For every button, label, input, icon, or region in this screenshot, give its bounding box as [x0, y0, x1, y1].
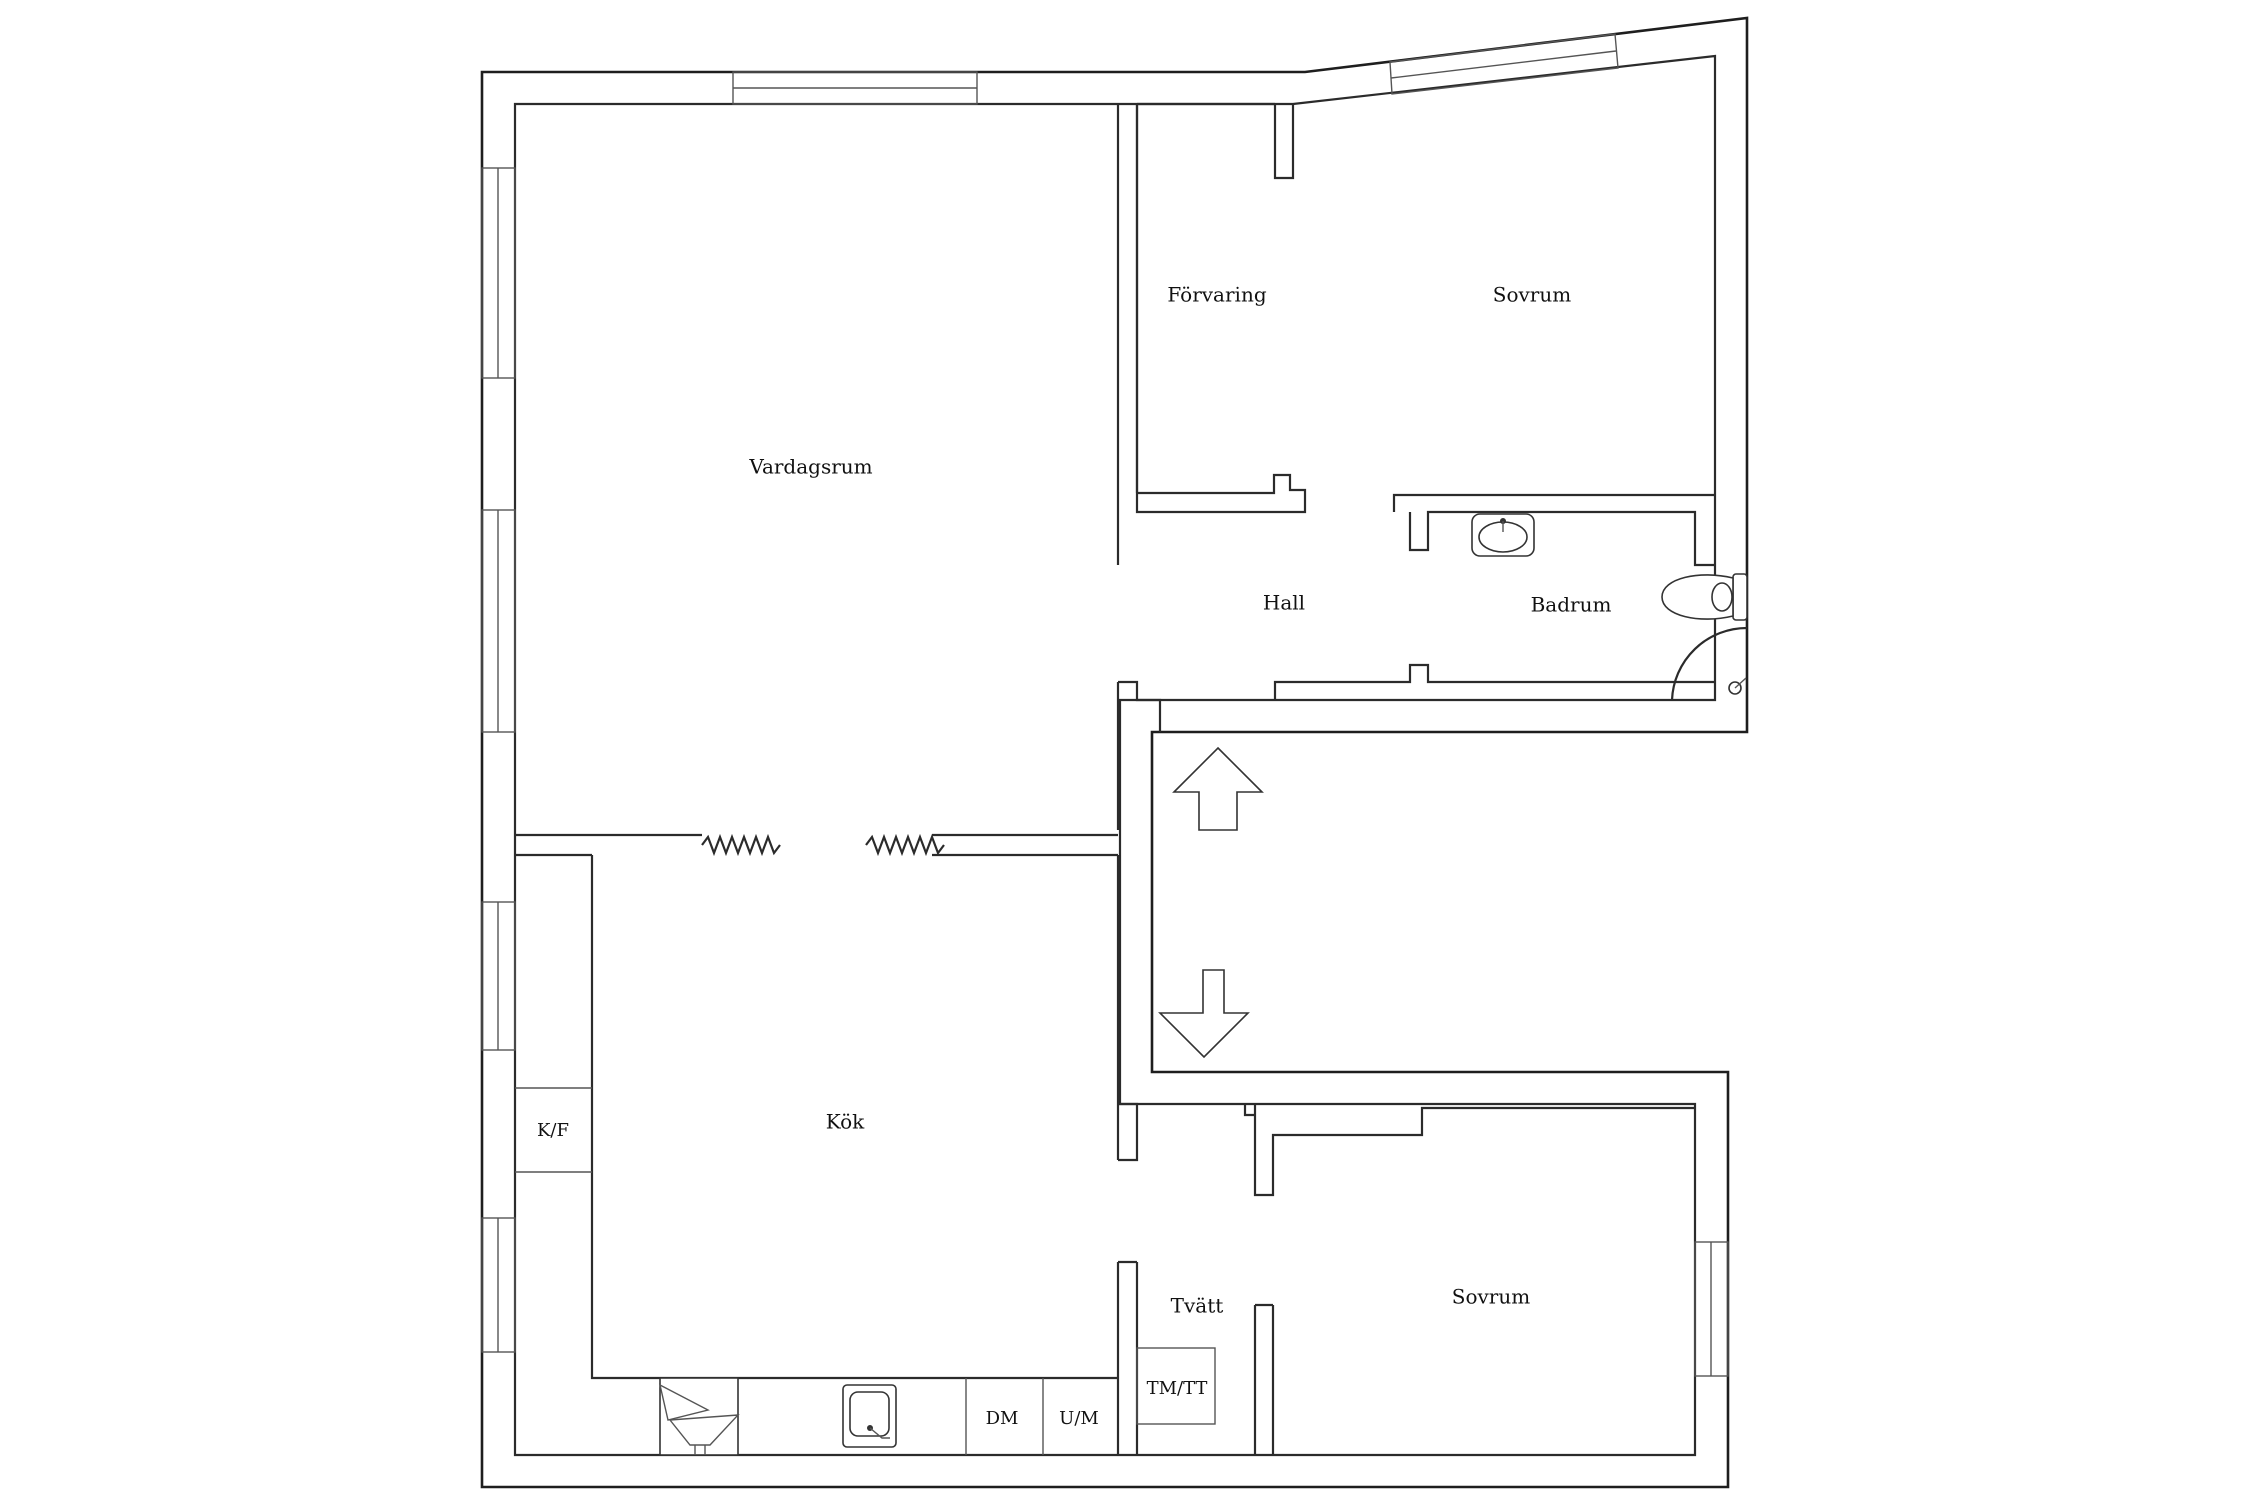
appliance-label-kf: K/F: [537, 1120, 569, 1141]
kitchen-sink-icon: [842, 1384, 897, 1448]
room-label-forvaring: Förvaring: [1167, 283, 1266, 307]
windows: [481, 33, 1729, 1377]
stove-icon: [658, 1377, 740, 1456]
appliance-label-dm: DM: [986, 1408, 1019, 1429]
sink-icon: [1471, 513, 1535, 557]
arrow-down-icon: [1158, 969, 1250, 1059]
appliance-label-tmtt: TM/TT: [1147, 1378, 1208, 1399]
room-label-hall: Hall: [1263, 591, 1305, 615]
room-label-badrum: Badrum: [1531, 593, 1612, 617]
room-label-sovrum-1: Sovrum: [1493, 283, 1571, 307]
appliance-label-um: U/M: [1059, 1408, 1099, 1429]
room-label-vardagsrum: Vardagsrum: [748, 455, 872, 479]
shower-icon: [1670, 626, 1748, 701]
room-label-tvatt: Tvätt: [1171, 1294, 1224, 1318]
interior-walls: [515, 102, 1715, 1455]
toilet-icon: [1661, 573, 1748, 621]
room-label-kok: Kök: [826, 1110, 865, 1134]
folding-doors: [701, 833, 945, 857]
arrow-up-icon: [1172, 746, 1264, 831]
room-label-sovrum-2: Sovrum: [1452, 1285, 1530, 1309]
outer-walls: [480, 16, 1749, 1489]
